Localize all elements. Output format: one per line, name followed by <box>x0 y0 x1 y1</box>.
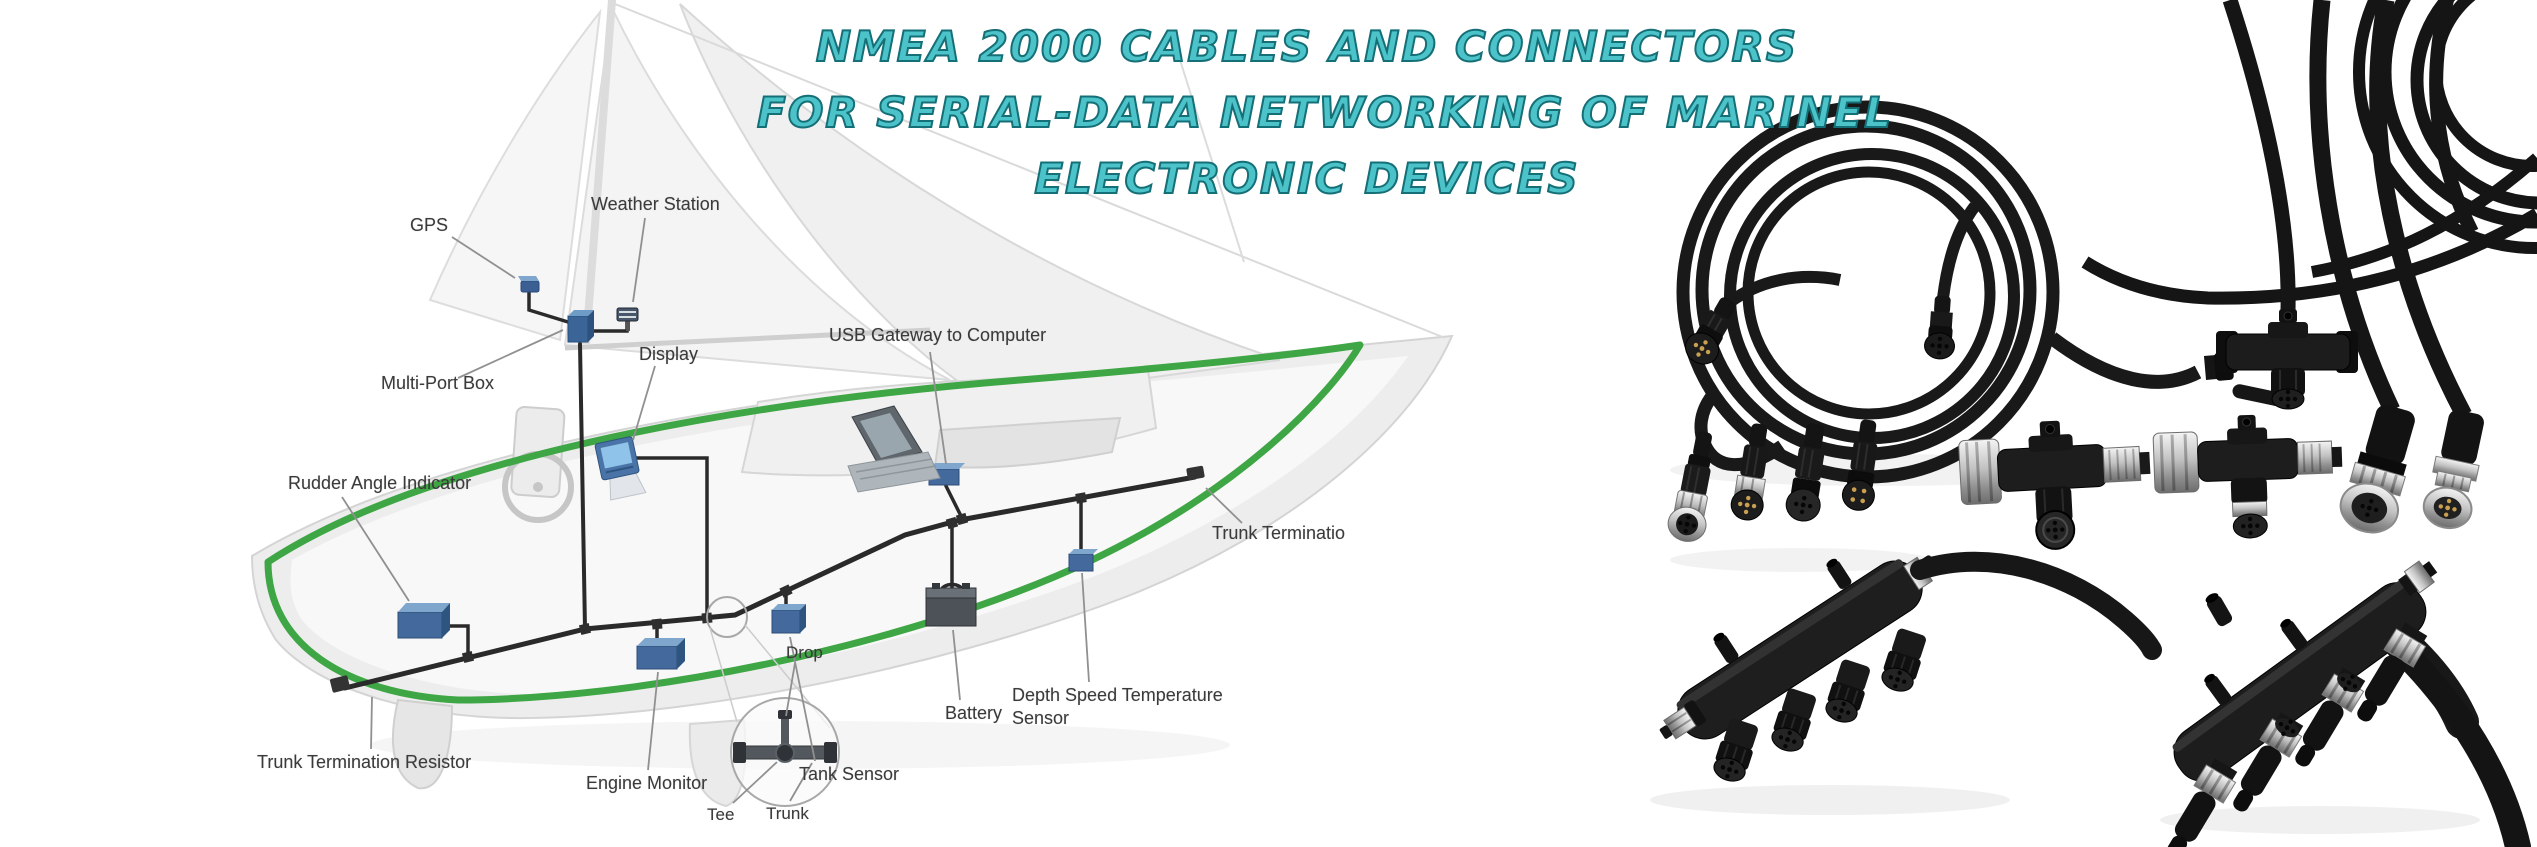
cable-end-female <box>2339 404 2415 534</box>
coil-plug-female <box>1684 297 1736 365</box>
label-trunk-termination: Trunk Terminatio <box>1212 523 1346 543</box>
laptop <box>847 405 941 493</box>
multiport-tee-metal <box>2167 560 2531 847</box>
coil-plug-male <box>1924 295 1956 360</box>
port-sail <box>428 8 602 342</box>
title-line-2: FOR SERIAL-DATA NETWORKING OF MARINEL <box>756 87 1893 138</box>
sailboat-illustration <box>250 0 1454 808</box>
backstay <box>1179 59 1245 263</box>
label-rudder-angle-indicator: Rudder Angle Indicator <box>288 473 472 493</box>
display-device <box>594 436 647 501</box>
multi-port-box-device <box>567 310 594 343</box>
leader-lines <box>341 217 1243 804</box>
tee-connector-black <box>2216 309 2358 410</box>
coiled-cable-top-right <box>2081 0 2537 419</box>
cable-end-male <box>2422 409 2484 530</box>
backbone-loop <box>264 341 1364 704</box>
battery-device <box>925 583 977 627</box>
label-engine-monitor: Engine Monitor <box>586 773 708 793</box>
deck <box>290 356 1408 694</box>
tank-sensor-device <box>771 604 806 634</box>
depth-speed-temperature-device <box>1068 549 1098 572</box>
label-multi-port-box: Multi-Port Box <box>381 373 495 393</box>
boat-network-diagram <box>250 0 1454 808</box>
label-tee: Tee <box>707 805 735 824</box>
label-display: Display <box>639 344 699 364</box>
field-connector-4 <box>1841 419 1878 511</box>
product-photos <box>1650 0 2537 847</box>
label-trunk-termination-resistor: Trunk Termination Resistor <box>257 752 472 772</box>
field-connector-3 <box>1785 423 1825 522</box>
keel <box>392 698 454 790</box>
main-sail <box>563 4 951 381</box>
label-tank-sensor: Tank Sensor <box>799 764 900 784</box>
label-weather-station: Weather Station <box>591 194 720 214</box>
title-line-3: ELECTRONIC DEVICES <box>1033 153 1580 204</box>
field-connector-1 <box>1667 431 1712 542</box>
trunk-nodes <box>329 465 1205 693</box>
boom <box>564 327 931 351</box>
label-usb-gateway: USB Gateway to Computer <box>829 325 1047 345</box>
label-drop: Drop <box>786 643 823 662</box>
label-gps: GPS <box>410 215 449 235</box>
tee-connector-metal-2 <box>2152 414 2343 539</box>
label-battery: Battery <box>945 703 1003 723</box>
field-connector-2 <box>1730 423 1768 521</box>
rudder-angle-indicator-device <box>397 603 450 639</box>
tee-connector-metal-1 <box>1958 420 2151 550</box>
engine-monitor-device <box>636 638 685 670</box>
multiport-tee-black <box>1659 551 2162 782</box>
forestay <box>614 3 1446 339</box>
label-depth-speed-temperature-sensor: Depth Speed Temperature Sensor <box>1012 685 1223 728</box>
title-line-1: NMEA 2000 CABLES AND CONNECTORS <box>815 21 1799 72</box>
trunk-cable <box>342 290 1198 691</box>
gps-device <box>518 276 540 293</box>
weather-station-device <box>616 307 639 331</box>
banner-title: NMEA 2000 CABLES AND CONNECTORS FOR SERI… <box>756 14 1893 212</box>
label-trunk: Trunk <box>766 804 809 823</box>
mast <box>582 0 616 344</box>
